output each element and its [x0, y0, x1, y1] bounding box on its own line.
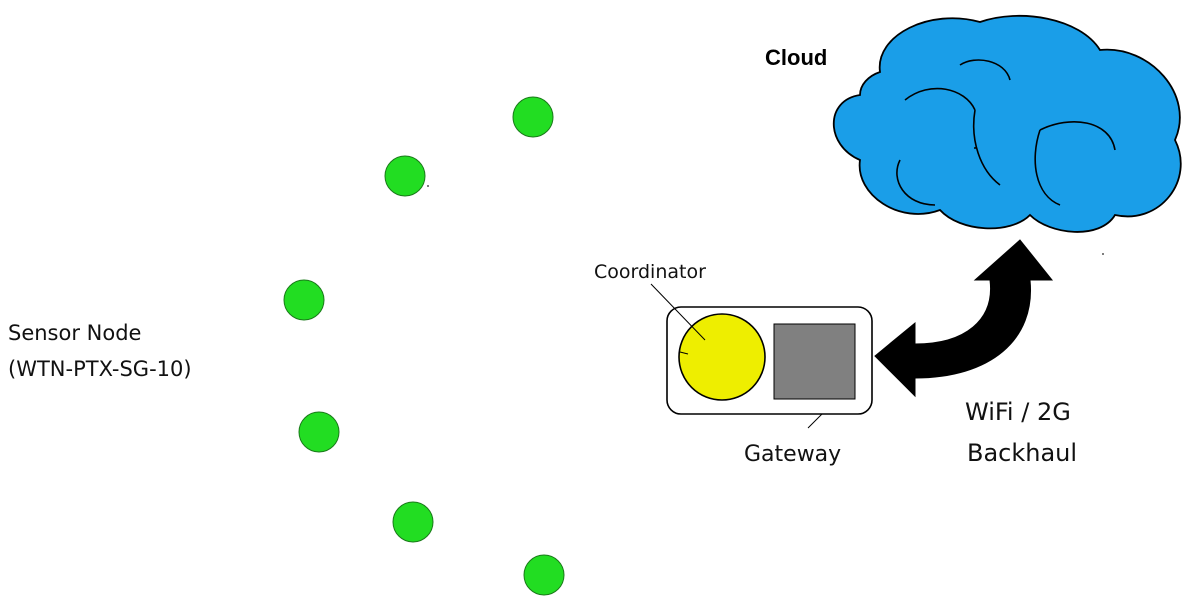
backhaul-arrow — [874, 239, 1054, 398]
sensor-node-1 — [512, 96, 554, 138]
sensor-node-5 — [392, 501, 434, 543]
cloud-outline — [833, 15, 1182, 233]
coordinator-tick — [679, 351, 689, 355]
backhaul-label-line1: WiFi / 2G — [965, 398, 1071, 426]
sensor-node-4 — [298, 411, 340, 453]
coordinator-label: Coordinator — [594, 261, 706, 283]
cloud-shape — [833, 15, 1182, 233]
sensor-node-label-line2: (WTN-PTX-SG-10) — [8, 357, 192, 381]
cloud-label: Cloud — [765, 45, 827, 70]
sensor-node-2 — [384, 155, 426, 197]
gateway-module — [773, 323, 856, 400]
sensor-node-3 — [283, 279, 325, 321]
backhaul-label: WiFi / 2G Backhaul — [965, 398, 1078, 467]
cloud-inner-lines — [896, 59, 1116, 206]
gateway-leader-line — [807, 413, 823, 429]
sensor-node-label-line1: Sensor Node — [8, 321, 141, 345]
sensor-nodes — [283, 96, 565, 596]
gateway-label: Gateway — [744, 442, 841, 467]
speck-2 — [1102, 253, 1104, 255]
coordinator-leader-line — [650, 283, 706, 341]
backhaul-label-line2: Backhaul — [967, 439, 1077, 467]
sensor-node-label: Sensor Node (WTN-PTX-SG-10) — [8, 321, 192, 381]
speck-1 — [427, 185, 429, 187]
sensor-node-6 — [523, 554, 565, 596]
speck-3 — [974, 147, 976, 149]
